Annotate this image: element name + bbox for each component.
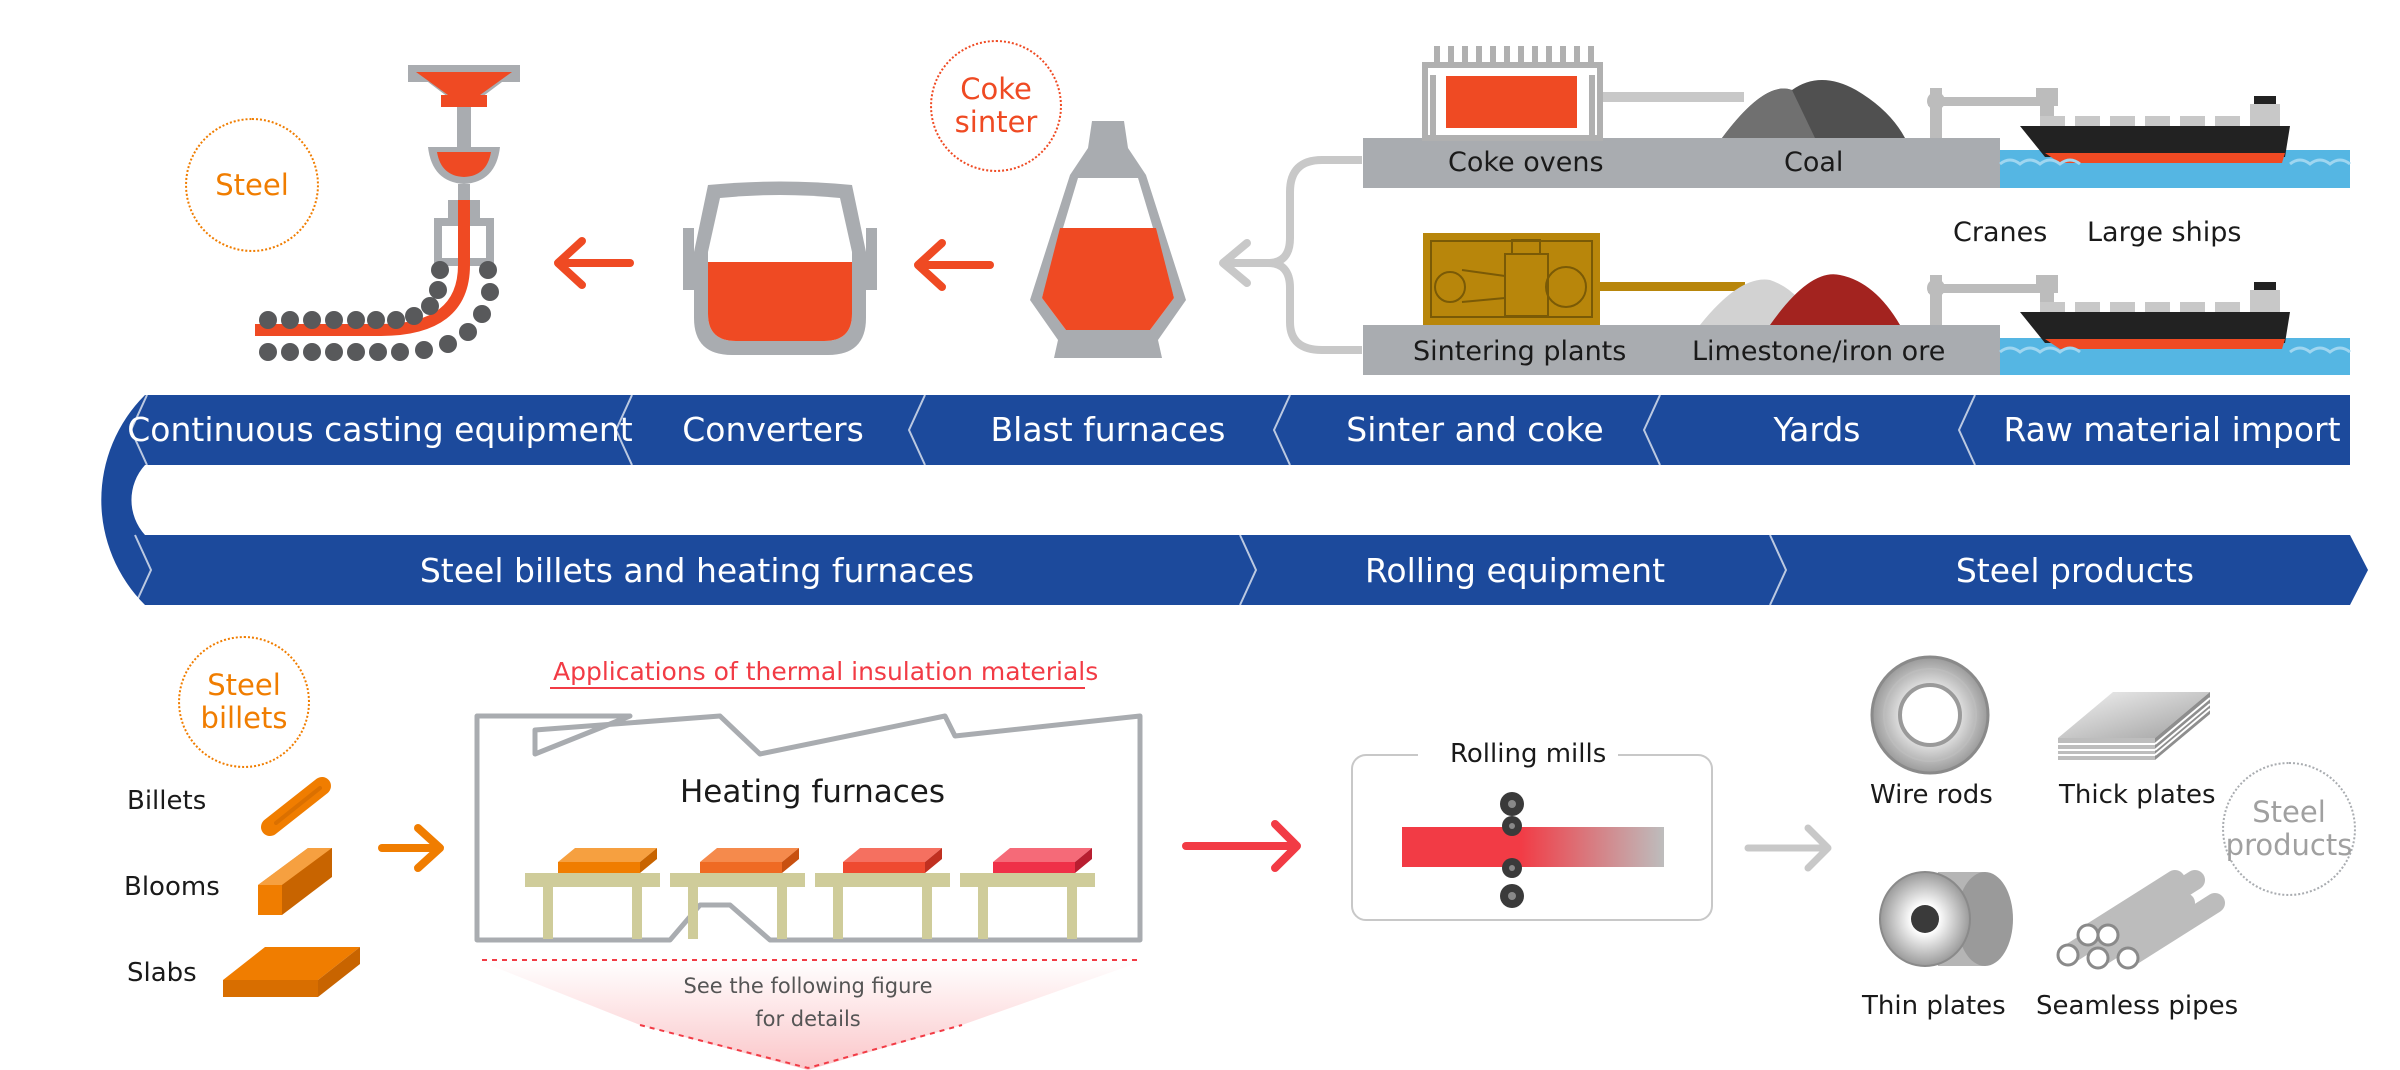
stage-yards: Yards: [1773, 410, 1861, 449]
wire-rods-label: Wire rods: [1870, 780, 1993, 810]
upper-band: [145, 395, 2350, 465]
rolling-mills-title: Rolling mills: [1450, 739, 1607, 769]
furnace-conveyor: [525, 873, 1095, 939]
details-callout: [482, 960, 1140, 1070]
sinter-yard: [1363, 233, 2000, 375]
coke-sinter-line-2: sinter: [954, 105, 1038, 139]
limestone-iron-ore-label: Limestone/iron ore: [1692, 336, 1946, 367]
seamless-pipes-label: Seamless pipes: [2036, 991, 2239, 1021]
wire-rods-icon: [1870, 655, 1990, 775]
ship-2: [1999, 282, 2351, 354]
stage-continuous-casting: Continuous casting equipment: [127, 410, 633, 449]
coke-yard: [1363, 46, 2000, 188]
converter-illustration: [683, 181, 877, 355]
thin-plates-icon: [1879, 871, 2013, 967]
details-note-line-2: for details: [755, 1007, 861, 1031]
thin-plates-label: Thin plates: [1862, 991, 2006, 1021]
details-note-line-1: See the following figure: [683, 974, 933, 998]
steel-products-line-1: Steel: [2252, 795, 2326, 829]
ship-1: [1999, 96, 2351, 166]
slabs-label: Slabs: [127, 958, 197, 988]
billets-label: Billets: [127, 786, 207, 816]
coke-ovens-label: Coke ovens: [1448, 147, 1604, 178]
blast-furnace-illustration: [1030, 121, 1186, 358]
stage-blast-furnaces: Blast furnaces: [990, 410, 1226, 449]
furnace-slabs: [558, 848, 1092, 873]
rolled-strip: [1402, 827, 1664, 867]
coal-label: Coal: [1784, 147, 1844, 178]
coke-sinter-line-1: Coke: [960, 72, 1032, 106]
steel-products-line-2: products: [2225, 828, 2353, 862]
band-u-turn: [101, 395, 145, 605]
details-note: See the following figure for details: [683, 970, 932, 1036]
seamless-pipes-icon: [2056, 870, 2225, 970]
heating-furnaces-title: Heating furnaces: [680, 774, 945, 810]
stage-converters: Converters: [682, 410, 864, 449]
blooms-label: Blooms: [124, 872, 220, 902]
products-arrow: [1744, 824, 1832, 872]
insulation-header: Applications of thermal insulation mater…: [553, 657, 1099, 686]
stage-sinter-and-coke: Sinter and coke: [1346, 410, 1604, 449]
supply-bracket: [1267, 156, 1362, 354]
heating-furnace-outline: [474, 713, 1143, 943]
rolling-arrow: [1182, 820, 1301, 872]
continuous-casting-illustration: [255, 65, 520, 361]
process-band: [101, 394, 2368, 606]
stage-rolling-equipment: Rolling equipment: [1364, 551, 1666, 590]
billet-shapes: [223, 777, 360, 997]
steel-circle: Steel: [185, 118, 319, 252]
steel-billets-line-1: Steel: [207, 668, 281, 702]
stage-steel-products: Steel products: [1955, 551, 2195, 590]
mill-rolls: [1500, 792, 1524, 908]
cranes-label: Cranes: [1953, 217, 2048, 248]
billet-arrow: [378, 824, 444, 872]
stage-steel-billets-heating: Steel billets and heating furnaces: [419, 551, 975, 590]
steel-circle-label: Steel: [215, 167, 289, 202]
sintering-plants-label: Sintering plants: [1413, 336, 1627, 367]
thick-plates-icon: [2058, 692, 2211, 760]
stage-raw-material-import: Raw material import: [2003, 410, 2341, 449]
steel-billets-line-2: billets: [200, 701, 288, 735]
thick-plates-label: Thick plates: [2059, 780, 2216, 810]
large-ships-label: Large ships: [2087, 217, 2242, 248]
